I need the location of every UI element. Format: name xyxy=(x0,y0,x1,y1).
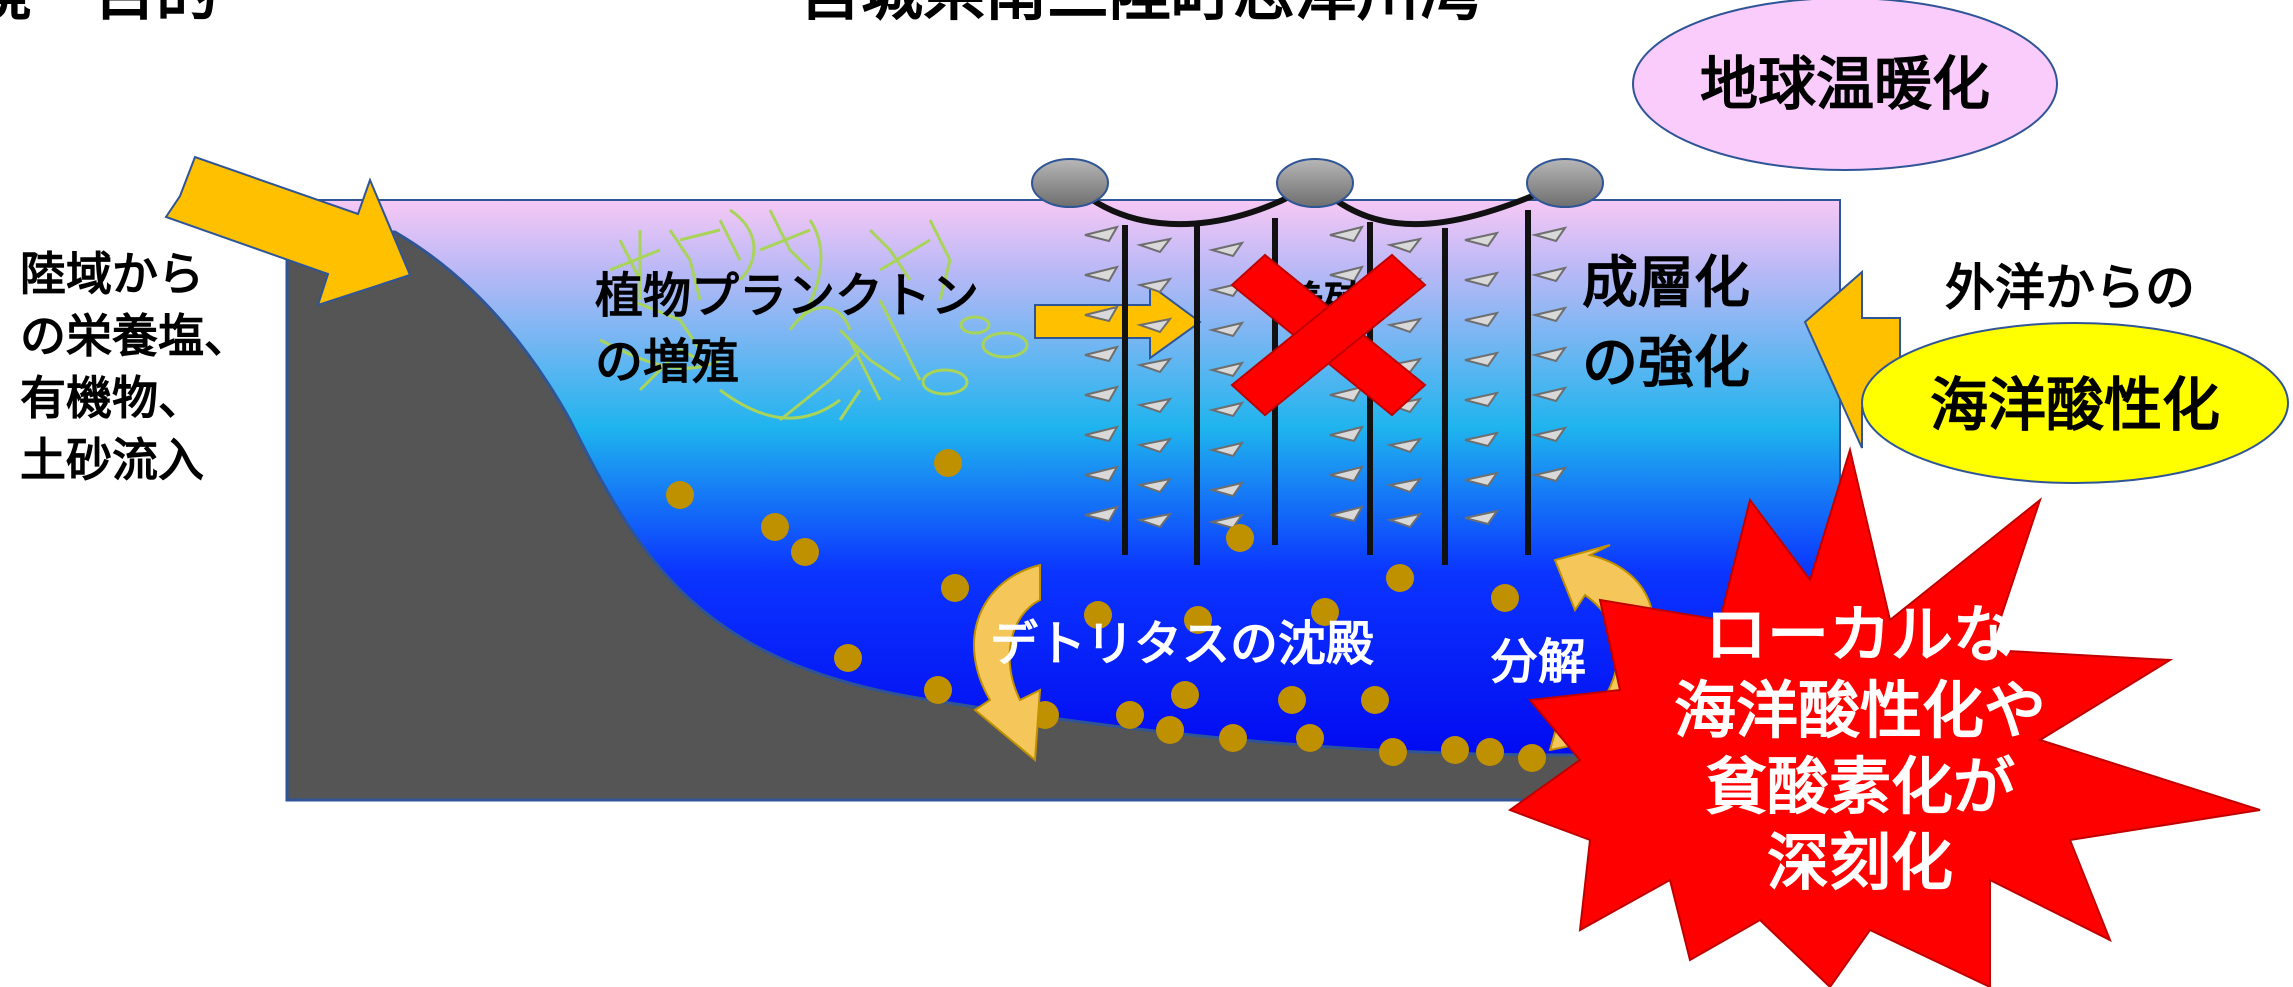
ocean-acidification-bubble xyxy=(1861,322,2289,484)
header-left-fragment: 境 目的 xyxy=(0,0,218,29)
stratification-label-line1: 成層化 xyxy=(1582,251,1750,316)
buoy-icon xyxy=(1276,158,1354,208)
stratification-label-line2: の強化 xyxy=(1582,331,1750,396)
alert-burst xyxy=(1507,446,2261,987)
burst-label-line4: 深刻化 xyxy=(1767,826,1953,899)
detritus-label: デトリタスの沈殿 xyxy=(990,616,1374,672)
location-title: 宮城県南三陸町志津川湾 xyxy=(799,0,1481,29)
burst-label-line1: ローカルな xyxy=(1705,598,2015,671)
decomposition-label: 分解 xyxy=(1490,634,1586,690)
burst-label-line3: 貧酸素化が xyxy=(1705,750,2015,823)
burst-label-line2: 海洋酸性化や xyxy=(1674,674,2046,747)
phyto-bloom-label-line1: 植物プランクトン xyxy=(595,268,979,324)
phyto-bloom-label-line2: の増殖 xyxy=(595,334,739,390)
cross-mark-icon xyxy=(1230,253,1427,417)
phytoplankton-cluster xyxy=(599,208,1029,422)
global-warming-label: 地球温暖化 xyxy=(1700,50,1990,118)
land-input-arrow xyxy=(164,155,412,307)
buoy-icon xyxy=(1031,158,1109,208)
from-ocean-label: 外洋からの xyxy=(1945,259,2195,317)
seabed xyxy=(285,230,1842,802)
bloom-to-aquaculture-arrow xyxy=(1034,283,1202,360)
buoy-icon xyxy=(1526,158,1604,208)
land-input-label-line1: 陸域から xyxy=(20,247,204,301)
land-input-label-line3: 有機物、 xyxy=(20,371,204,425)
land-input-label-line4: 土砂流入 xyxy=(20,433,204,487)
ocean-acidification-label: 海洋酸性化 xyxy=(1930,371,2220,439)
detritus-particles xyxy=(666,449,1546,772)
global-warming-bubble xyxy=(1632,0,2058,171)
land-input-label-line2: の栄養塩、 xyxy=(20,309,250,363)
cycle-arrow-icon xyxy=(973,563,1042,763)
